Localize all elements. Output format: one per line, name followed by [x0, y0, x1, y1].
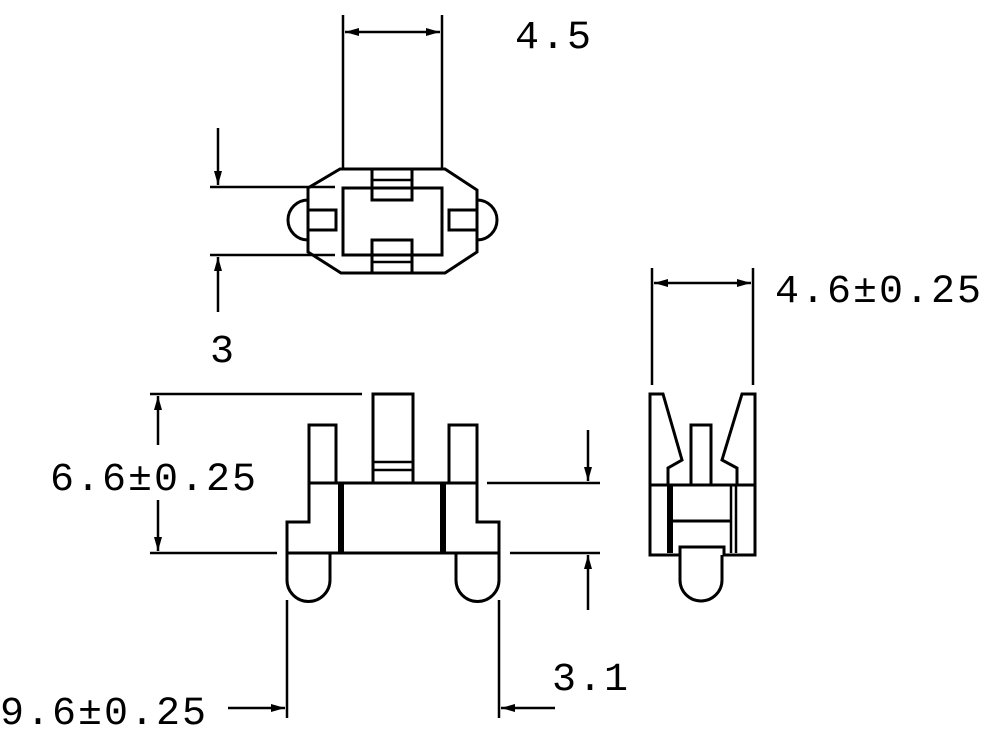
top-view: 4.5 3: [210, 15, 593, 375]
front-view: 6.6±0.25 9.6±0.25 3.1: [0, 392, 630, 737]
side-view: 4.6±0.25: [648, 268, 983, 603]
side-width-label: 4.6±0.25: [775, 270, 983, 315]
front-height-label: 6.6±0.25: [50, 458, 258, 503]
front-width-label: 9.6±0.25: [0, 692, 208, 737]
top-width-label: 4.5: [515, 16, 593, 61]
top-height-label: 3: [210, 330, 236, 375]
lead-spacing-label: 3.1: [552, 658, 630, 703]
